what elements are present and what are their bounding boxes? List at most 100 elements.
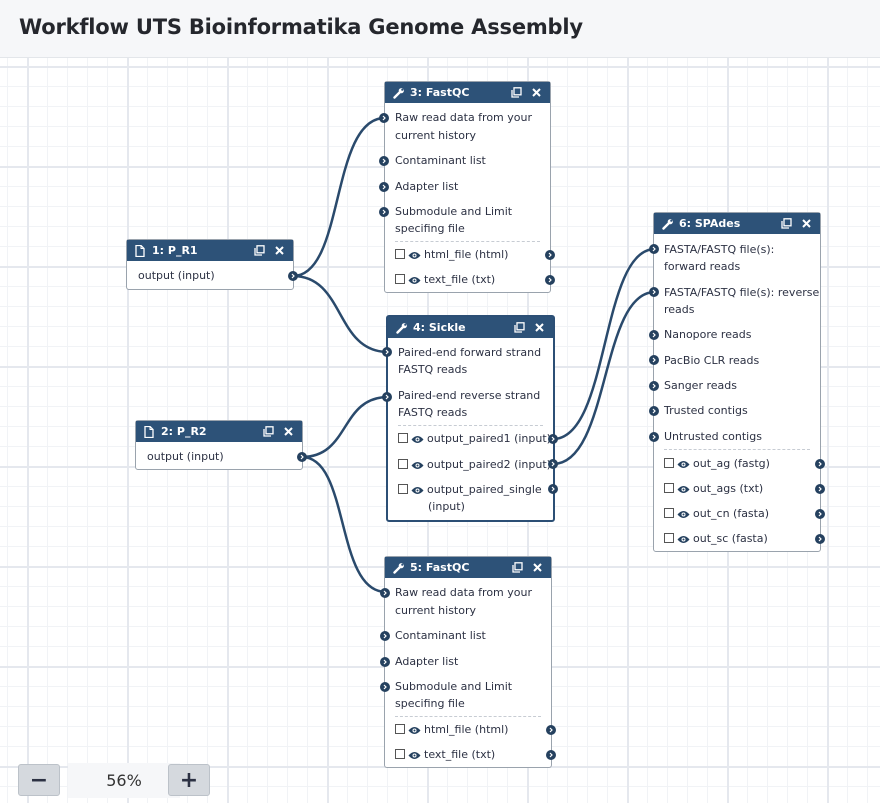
output-terminal[interactable]	[546, 725, 556, 735]
output-terminal[interactable]	[546, 750, 556, 760]
close-icon[interactable]	[531, 320, 547, 336]
zoom-out-button[interactable]: −	[18, 764, 60, 796]
eye-icon[interactable]	[408, 748, 421, 765]
input-label: Sanger reads	[664, 379, 737, 392]
output-terminal[interactable]	[548, 484, 558, 494]
eye-icon[interactable]	[408, 723, 421, 740]
input-terminal[interactable]	[379, 156, 389, 166]
eye-icon[interactable]	[677, 507, 690, 524]
node-title: 5: FastQC	[410, 561, 470, 574]
output-terminal[interactable]	[815, 484, 825, 494]
output-checkbox[interactable]	[398, 433, 408, 443]
node-header[interactable]: 2: P_R2	[136, 421, 302, 442]
zoom-in-button[interactable]: +	[168, 764, 210, 796]
output-checkbox[interactable]	[398, 459, 408, 469]
eye-icon[interactable]	[411, 483, 424, 500]
close-icon[interactable]	[271, 243, 287, 259]
output-terminal[interactable]	[545, 250, 555, 260]
input-terminal[interactable]	[649, 381, 659, 391]
eye-icon[interactable]	[408, 273, 421, 290]
output-checkbox[interactable]	[664, 508, 674, 518]
output-checkbox[interactable]	[395, 749, 405, 759]
input-terminal[interactable]	[379, 182, 389, 192]
input-terminal[interactable]	[379, 113, 389, 123]
node-header[interactable]: 4: Sickle	[388, 317, 553, 338]
workflow-header: Workflow UTS Bioinformatika Genome Assem…	[0, 0, 880, 58]
output-terminal[interactable]	[545, 275, 555, 285]
node-p-r1[interactable]: 1: P_R1 output (input)	[126, 239, 294, 290]
output-row: out_sc (fasta)	[664, 530, 812, 549]
input-terminal[interactable]	[380, 682, 390, 692]
output-terminal[interactable]	[548, 434, 558, 444]
output-row: text_file (txt)	[395, 271, 542, 290]
input-terminal[interactable]	[649, 287, 659, 297]
input-label: FASTA/FASTQ file(s): reverse	[664, 286, 820, 299]
input-terminal[interactable]	[649, 355, 659, 365]
wrench-icon	[662, 217, 675, 230]
input-terminal[interactable]	[380, 631, 390, 641]
copy-icon[interactable]	[509, 560, 525, 576]
output-terminal[interactable]	[297, 452, 307, 462]
input-terminal[interactable]	[380, 588, 390, 598]
close-icon[interactable]	[280, 424, 296, 440]
output-checkbox[interactable]	[664, 533, 674, 543]
copy-icon[interactable]	[260, 424, 276, 440]
input-label: Contaminant list	[395, 629, 486, 642]
output-label: out_sc (fasta)	[693, 532, 768, 545]
node-fastqc-5[interactable]: 5: FastQC Raw read data from your curren…	[384, 556, 552, 768]
input-label: Untrusted contigs	[664, 430, 762, 443]
input-terminal[interactable]	[649, 244, 659, 254]
input-terminal[interactable]	[649, 432, 659, 442]
input-label: specifing file	[395, 222, 465, 235]
input-label: Paired-end forward strand	[398, 346, 542, 359]
close-icon[interactable]	[798, 216, 814, 232]
output-checkbox[interactable]	[398, 484, 408, 494]
node-header[interactable]: 1: P_R1	[127, 240, 293, 261]
output-label: html_file (html)	[424, 248, 509, 261]
output-label: out_ags (txt)	[693, 482, 764, 495]
output-terminal[interactable]	[548, 459, 558, 469]
eye-icon[interactable]	[411, 432, 424, 449]
node-p-r2[interactable]: 2: P_R2 output (input)	[135, 420, 303, 470]
node-spades-6[interactable]: 6: SPAdes FASTA/FASTQ file(s): forward r…	[653, 212, 821, 552]
node-fastqc-3[interactable]: 3: FastQC Raw read data from your curren…	[384, 81, 551, 293]
node-sickle-4[interactable]: 4: Sickle Paired-end forward strand FAST…	[386, 315, 555, 522]
node-title: 4: Sickle	[413, 321, 466, 334]
output-row: out_ag (fastg)	[664, 455, 812, 474]
output-terminal[interactable]	[815, 534, 825, 544]
copy-icon[interactable]	[508, 85, 524, 101]
copy-icon[interactable]	[511, 320, 527, 336]
divider	[398, 425, 543, 426]
output-terminal[interactable]	[288, 271, 298, 281]
output-checkbox[interactable]	[395, 249, 405, 259]
output-terminal[interactable]	[815, 459, 825, 469]
eye-icon[interactable]	[408, 248, 421, 265]
input-terminal[interactable]	[379, 207, 389, 217]
node-header[interactable]: 5: FastQC	[385, 557, 551, 578]
eye-icon[interactable]	[677, 482, 690, 499]
output-label: out_ag (fastg)	[693, 457, 770, 470]
copy-icon[interactable]	[778, 216, 794, 232]
eye-icon[interactable]	[411, 458, 424, 475]
input-label: current history	[395, 604, 477, 617]
output-terminal[interactable]	[815, 509, 825, 519]
input-terminal[interactable]	[380, 657, 390, 667]
close-icon[interactable]	[529, 560, 545, 576]
node-header[interactable]: 6: SPAdes	[654, 213, 820, 234]
output-row: out_ags (txt)	[664, 480, 812, 499]
close-icon[interactable]	[528, 85, 544, 101]
eye-icon[interactable]	[677, 457, 690, 474]
output-checkbox[interactable]	[395, 724, 405, 734]
input-terminal[interactable]	[382, 392, 392, 402]
output-checkbox[interactable]	[664, 458, 674, 468]
divider	[395, 241, 540, 242]
input-terminal[interactable]	[382, 347, 392, 357]
input-terminal[interactable]	[649, 406, 659, 416]
input-terminal[interactable]	[649, 330, 659, 340]
eye-icon[interactable]	[677, 532, 690, 549]
output-checkbox[interactable]	[664, 483, 674, 493]
copy-icon[interactable]	[251, 243, 267, 259]
node-header[interactable]: 3: FastQC	[385, 82, 550, 103]
node-title: 1: P_R1	[152, 244, 198, 257]
output-checkbox[interactable]	[395, 274, 405, 284]
